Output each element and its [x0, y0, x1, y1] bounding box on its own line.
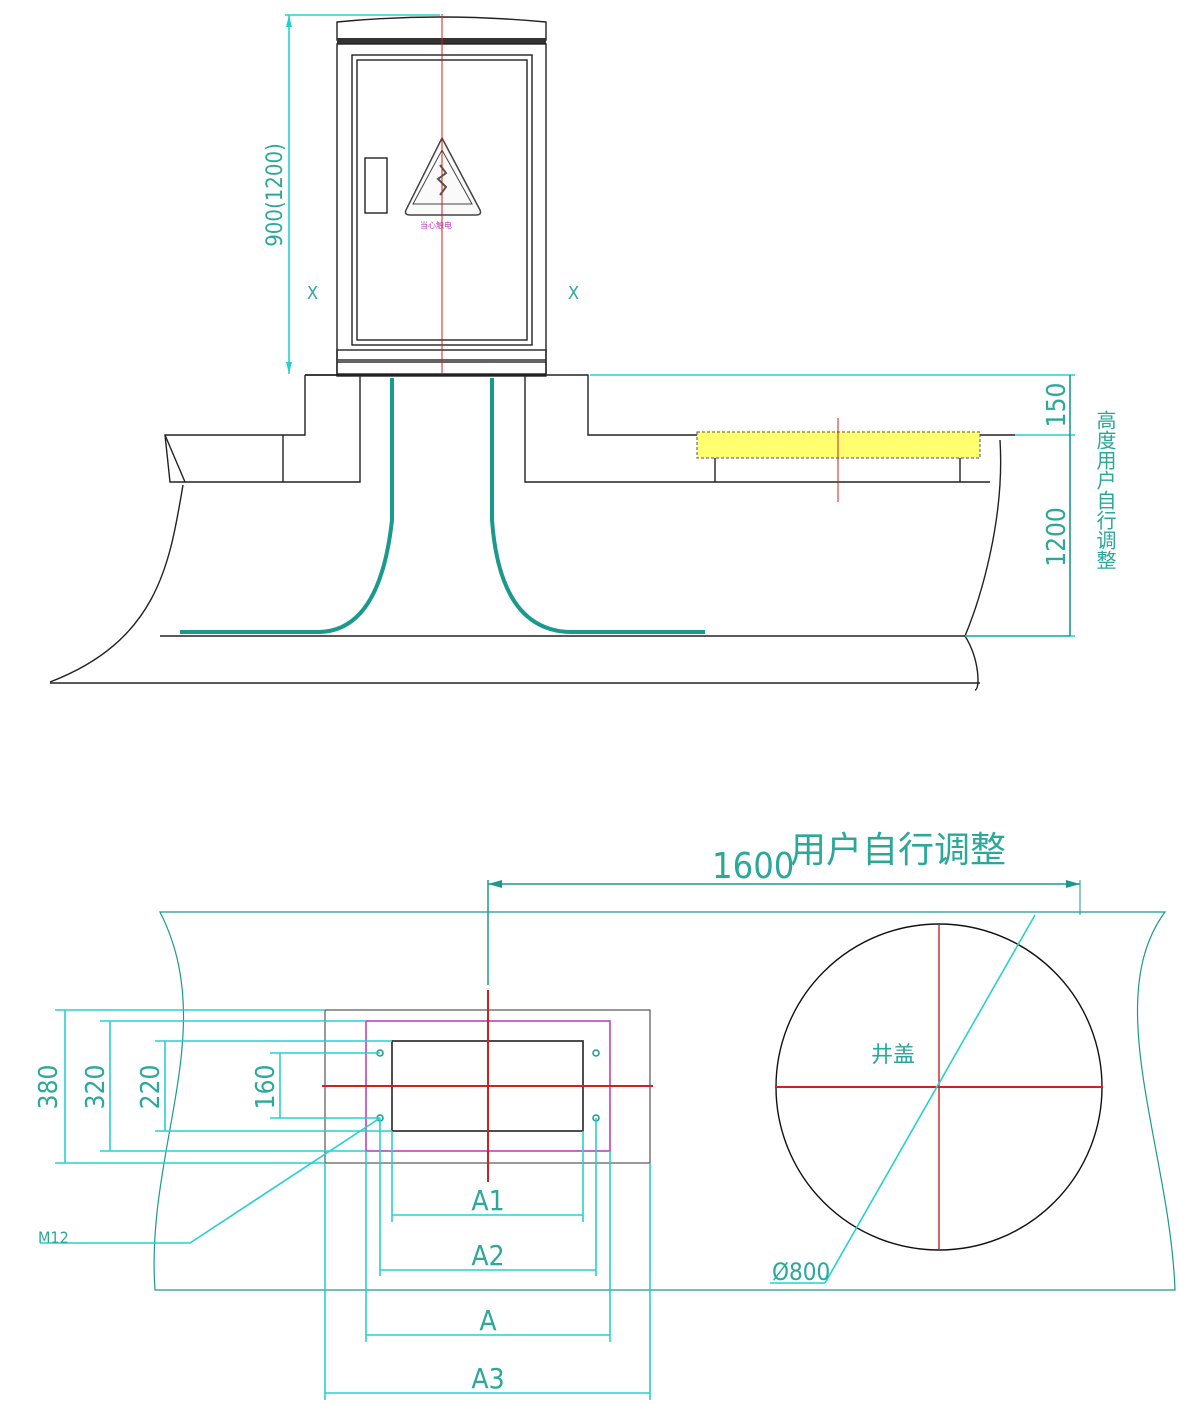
- warning-sign-text: 当心触电: [420, 220, 452, 230]
- dim-a: A: [479, 1304, 497, 1337]
- section-mark-left: X: [307, 283, 318, 304]
- cabinet-handle: [364, 157, 388, 214]
- dim-a3: A3: [471, 1362, 504, 1395]
- manhole-label: 井盖: [871, 1043, 915, 1068]
- elevation-view: 当心触电 900(1200) X X 150 1200 高度: [49, 14, 1117, 691]
- dim-160: 160: [251, 1065, 281, 1110]
- warning-sign-icon: 当心触电: [404, 136, 482, 230]
- cable-right: [490, 378, 705, 634]
- offset-label: 1600: [712, 846, 794, 887]
- dim-320: 320: [81, 1065, 111, 1110]
- offset-note: 用户自行调整: [790, 830, 1006, 871]
- section-mark-right: X: [568, 283, 579, 304]
- manhole-cover: 井盖 Ø800: [770, 914, 1103, 1286]
- cabinet-height-label: 900(1200): [263, 143, 288, 247]
- trench-outline: [153, 911, 1176, 1291]
- dim-a1: A1: [471, 1184, 504, 1217]
- dim-380: 380: [34, 1065, 64, 1110]
- cable-left: [180, 378, 394, 634]
- foundation: 150 1200 高度用户自行调整: [49, 374, 1117, 691]
- depth-note: 高度用户自行调整: [1093, 410, 1117, 570]
- cabinet: 当心触电: [336, 14, 547, 377]
- plan-view: 1600 用户自行调整 380 320 220 160 M12 A1 A2 A …: [34, 830, 1176, 1400]
- manhole-diameter-label: Ø800: [772, 1258, 830, 1286]
- depth-label: 1200: [1042, 507, 1072, 567]
- base-height-label: 150: [1042, 383, 1072, 428]
- dim-a2: A2: [471, 1239, 504, 1272]
- bolt-label: M12: [38, 1228, 69, 1247]
- dim-220: 220: [136, 1065, 166, 1110]
